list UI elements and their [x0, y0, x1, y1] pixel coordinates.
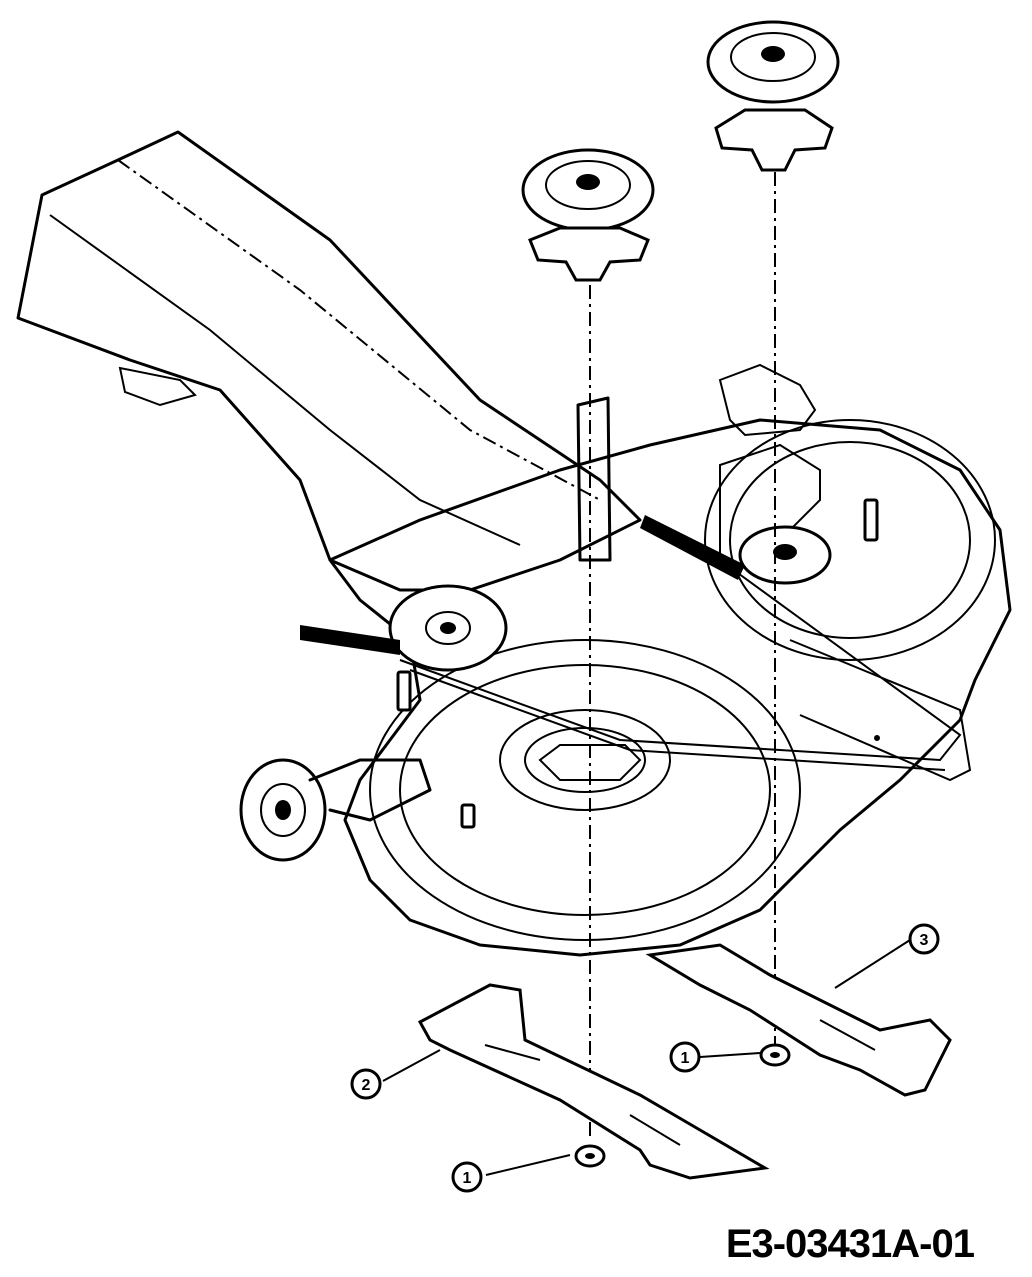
svg-text:2: 2 [362, 1077, 371, 1094]
spindle-assembly-right [706, 20, 840, 172]
drive-belt [399, 443, 962, 771]
tension-spring-left [300, 625, 400, 655]
svg-text:1: 1 [463, 1170, 472, 1187]
callout-3-blade: 3 [908, 923, 940, 955]
callout-1-right-nut: 1 [669, 1041, 701, 1073]
diagram-part-number: E3-03431A-01 [725, 1222, 975, 1266]
mower-deck [328, 418, 1012, 957]
blade-3 [645, 943, 952, 1097]
discharge-chute [16, 130, 642, 592]
callout-2-blade: 2 [350, 1068, 382, 1100]
svg-text:3: 3 [920, 932, 929, 949]
blade-nut-left [574, 1144, 606, 1168]
blade-2 [417, 983, 770, 1180]
gauge-wheel [239, 758, 432, 862]
callout-1-left-nut: 1 [451, 1161, 483, 1193]
right-spindle-on-deck [738, 498, 879, 585]
tension-spring-right [640, 515, 745, 580]
idler-pulley [388, 584, 508, 712]
blade-nut-right [759, 1043, 791, 1067]
spindle-assembly-left [521, 148, 655, 282]
svg-text:1: 1 [681, 1050, 690, 1067]
belt-guard-bracket [576, 363, 817, 562]
